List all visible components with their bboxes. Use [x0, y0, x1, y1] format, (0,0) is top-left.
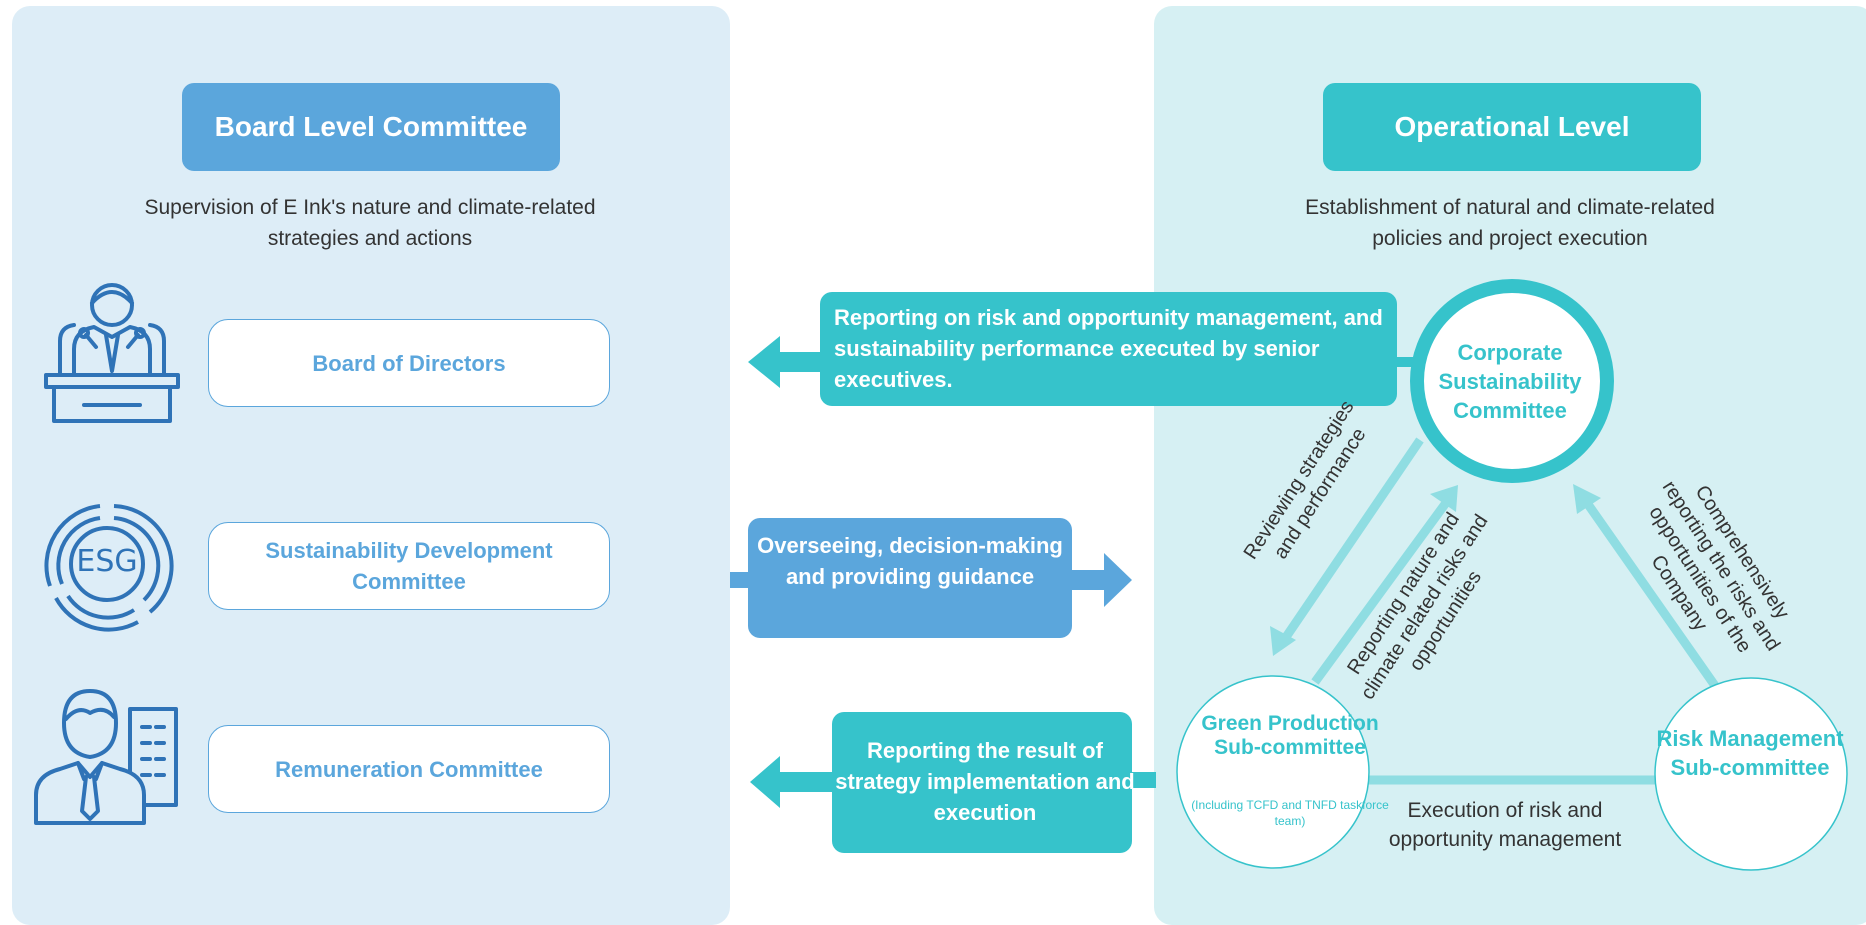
- corporate-committee-circle: [1410, 279, 1614, 483]
- report-result-text: Reporting the result of strategy impleme…: [835, 738, 1135, 825]
- comprehensive-arrow: [1581, 497, 1722, 693]
- overseeing-tail: [730, 572, 752, 588]
- report-result-arrowhead: [750, 756, 834, 808]
- green-committee-circle: [1176, 675, 1370, 869]
- reviewing-arrowhead: [1270, 626, 1296, 656]
- board-speaker-icon: [44, 283, 180, 423]
- comprehensive-arrowhead: [1573, 484, 1601, 514]
- esg-icon: ESG: [38, 500, 176, 632]
- green-committee-note: (Including TCFD and TNFD taskforce team): [1191, 798, 1389, 828]
- reporting-nature-arrowhead: [1430, 485, 1458, 512]
- execution-label: Execution of risk and opportunity manage…: [1360, 796, 1650, 854]
- overseeing-shaft: [1070, 570, 1106, 590]
- report-to-board-text: Reporting on risk and opportunity manage…: [834, 305, 1383, 392]
- corporate-committee-label: Corporate Sustainability Committee: [1438, 340, 1582, 423]
- report-result-box: [832, 712, 1132, 853]
- reporting-nature-arrow: [1311, 497, 1452, 685]
- execution-label-text: Execution of risk and opportunity manage…: [1388, 799, 1622, 851]
- risk-committee-label: Risk Management Sub-committee: [1656, 726, 1844, 780]
- board-level-title: Board Level Committee: [182, 83, 560, 171]
- report-result-connector: [1130, 772, 1156, 788]
- remuneration-committee-box: Remuneration Committee: [208, 725, 610, 813]
- overseeing-arrowhead: [1104, 553, 1132, 607]
- board-of-directors-box: Board of Directors: [208, 319, 610, 407]
- report-to-board-box: [820, 292, 1397, 406]
- report-to-board-arrowhead: [748, 336, 822, 388]
- sustainability-development-committee-box: Sustainability Development Committee: [208, 522, 610, 610]
- green-committee-label: Green Production Sub-committee: [1201, 712, 1379, 759]
- businessman-icon: [34, 689, 178, 825]
- operational-level-title: Operational Level: [1323, 83, 1701, 171]
- reviewing-arrow: [1280, 437, 1424, 643]
- operational-level-description: Establishment of natural and climate-rel…: [1305, 196, 1715, 250]
- overseeing-text: Overseeing, decision-making and providin…: [757, 533, 1063, 589]
- esg-icon-text: ESG: [76, 544, 138, 579]
- board-level-description: Supervision of E Ink's nature and climat…: [144, 196, 596, 250]
- overseeing-box: [748, 518, 1072, 638]
- risk-committee-circle: [1654, 677, 1848, 871]
